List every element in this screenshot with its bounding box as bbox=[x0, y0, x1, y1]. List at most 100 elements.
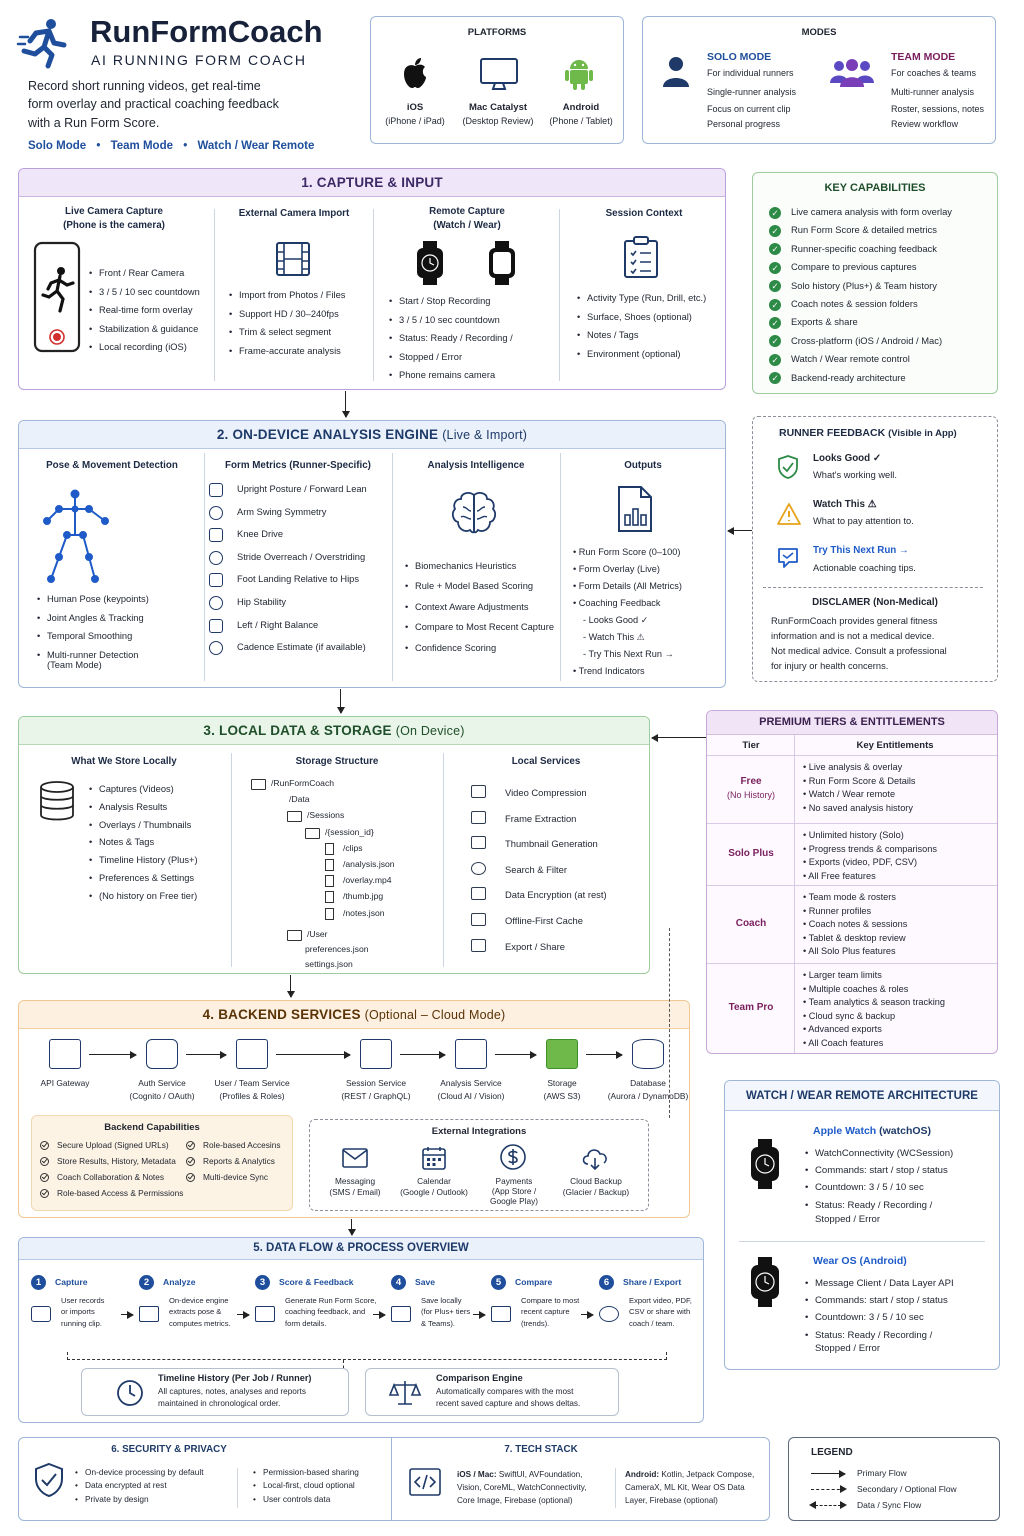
list-item: Frame-accurate analysis bbox=[229, 342, 345, 361]
feedback-arrow bbox=[727, 526, 752, 535]
list-item: Compare to Most Recent Capture bbox=[405, 617, 554, 638]
app-description-1: Record short running videos, get real-ti… bbox=[28, 79, 261, 93]
capture-list: Activity Type (Run, Drill, etc.) Surface… bbox=[577, 289, 706, 363]
encryption-icon bbox=[471, 887, 486, 901]
disclaimer-line: Not medical advice. Consult a profession… bbox=[771, 646, 947, 656]
flow-step-line: User records bbox=[61, 1296, 105, 1305]
list-item: Status: Ready / Recording / bbox=[805, 1327, 954, 1344]
list-item: On-device processing by default bbox=[75, 1466, 204, 1480]
bar-chart-icon bbox=[255, 1306, 275, 1322]
list-item: Overlays / Thumbnails bbox=[89, 817, 198, 835]
ext-item: Cloud Backup(Glacier / Backup) bbox=[562, 1176, 630, 1197]
code-icon bbox=[409, 1468, 441, 1496]
team-mode-line: Multi-runner analysis bbox=[891, 87, 975, 97]
share-icon bbox=[599, 1306, 619, 1322]
flow-arrow bbox=[581, 1309, 594, 1320]
link-solo-mode[interactable]: Solo Mode bbox=[28, 140, 87, 152]
flow-arrow bbox=[121, 1309, 134, 1320]
legend-primary: Primary Flow bbox=[857, 1468, 907, 1478]
flow-return-line bbox=[67, 1352, 667, 1360]
service-arrow bbox=[186, 1049, 227, 1060]
pose-item-cont: (Team Mode) bbox=[47, 660, 102, 670]
capability-item: ✓Coach notes & session folders bbox=[769, 295, 918, 313]
tree-node: preferences.json bbox=[305, 944, 369, 954]
wear-os-item-cont: Stopped / Error bbox=[815, 1343, 881, 1354]
tech-title: 7. TECH STACK bbox=[504, 1444, 578, 1455]
link-watch-wear[interactable]: Watch / Wear Remote bbox=[197, 140, 315, 152]
feedback-try-desc: Actionable coaching tips. bbox=[813, 563, 916, 573]
backend-cap: Role-based Access & Permissions bbox=[40, 1188, 183, 1199]
ext-title: External Integrations bbox=[431, 1126, 527, 1137]
solo-mode-line: For individual runners bbox=[707, 68, 794, 78]
header-links: Solo Mode • Team Mode • Watch / Wear Rem… bbox=[28, 140, 315, 152]
backend-cap: Multi-device Sync bbox=[186, 1172, 268, 1183]
tier-name: Team Pro bbox=[728, 1002, 774, 1013]
stride-icon bbox=[209, 550, 223, 565]
tier-entitlement: • Runner profiles bbox=[803, 905, 872, 916]
flow-step-line: Export video, PDF, bbox=[629, 1296, 692, 1305]
tier-entitlement: • Exports (video, PDF, CSV) bbox=[803, 857, 918, 868]
tier-sub: (No History) bbox=[726, 790, 775, 800]
output-item: • Form Overlay (Live) bbox=[573, 564, 660, 574]
comparison-box: Comparison Engine Automatically compares… bbox=[365, 1368, 619, 1416]
list-item: Private by design bbox=[75, 1493, 204, 1507]
modes-panel: MODES SOLO MODE For individual runners S… bbox=[642, 16, 996, 144]
platform-mac-sub: (Desktop Review) bbox=[462, 116, 534, 126]
tier-entitlement: • Multiple coaches & roles bbox=[803, 983, 909, 994]
analysis-section: 2. ON-DEVICE ANALYSIS ENGINE (Live & Imp… bbox=[18, 420, 726, 688]
list-item: Countdown: 3 / 5 / 10 sec bbox=[805, 1309, 954, 1326]
disclaimer-title: DISCLAMER (Non-Medical) bbox=[812, 597, 938, 608]
file-icon bbox=[325, 842, 334, 855]
tiers-panel: PREMIUM TIERS & ENTITLEMENTS Tier Key En… bbox=[706, 710, 998, 1054]
balance-icon bbox=[209, 618, 223, 633]
backend-service: Storage(AWS S3) bbox=[543, 1078, 581, 1101]
list-item: Commands: start / stop / status bbox=[805, 1292, 954, 1309]
skeleton-icon bbox=[43, 489, 109, 583]
list-item: Temporal Smoothing bbox=[37, 627, 149, 646]
list-item: Stabilization & guidance bbox=[89, 320, 200, 339]
phone-camera-icon bbox=[33, 241, 81, 353]
capture-header: 1. CAPTURE & INPUT bbox=[19, 169, 725, 197]
capability-item: ✓Live camera analysis with form overlay bbox=[769, 203, 952, 221]
user-icon bbox=[663, 57, 689, 87]
apple-watch-title: Apple Watch (watchOS) bbox=[813, 1125, 932, 1137]
frame-icon bbox=[471, 810, 486, 824]
local-service: Offline-First Cache bbox=[505, 915, 583, 926]
folder-icon bbox=[305, 827, 320, 839]
metric-item: Left / Right Balance bbox=[237, 619, 319, 630]
security-tech-panel: 6. SECURITY & PRIVACY On-device processi… bbox=[18, 1437, 770, 1521]
legend-panel: LEGEND Primary Flow Secondary / Optional… bbox=[788, 1437, 1000, 1521]
list-item: Local recording (iOS) bbox=[89, 338, 200, 357]
platform-ios-sub: (iPhone / iPad) bbox=[385, 116, 445, 126]
tree-node: /thumb.jpg bbox=[343, 891, 384, 902]
list-item: Environment (optional) bbox=[577, 345, 706, 364]
backend-cap: Store Results, History, Metadata bbox=[40, 1156, 176, 1167]
flow-step-line: (trends). bbox=[521, 1318, 550, 1328]
backend-cap: Secure Upload (Signed URLs) bbox=[40, 1140, 169, 1151]
link-team-mode[interactable]: Team Mode bbox=[110, 140, 173, 152]
security-list-left: On-device processing by default Data enc… bbox=[75, 1466, 204, 1507]
tier-name: Free bbox=[740, 776, 762, 787]
feedback-title: RUNNER FEEDBACK (Visible in App) bbox=[779, 427, 957, 439]
tree-node: /User bbox=[307, 928, 328, 939]
api-gateway-icon bbox=[49, 1039, 81, 1069]
capture-list: Start / Stop Recording 3 / 5 / 10 sec co… bbox=[389, 292, 513, 385]
list-item: Analysis Results bbox=[89, 799, 198, 817]
metric-item: Hip Stability bbox=[237, 597, 287, 607]
cadence-icon bbox=[209, 641, 223, 656]
list-item: Preferences & Settings bbox=[89, 870, 198, 888]
compare-title: Comparison Engine bbox=[436, 1373, 523, 1383]
video-compress-icon bbox=[471, 785, 486, 798]
metric-item: Upright Posture / Forward Lean bbox=[237, 484, 367, 494]
scale-icon bbox=[388, 1381, 422, 1405]
cubes-icon bbox=[236, 1039, 268, 1069]
pose-list: Human Pose (keypoints) Joint Angles & Tr… bbox=[37, 590, 149, 664]
platforms-title: PLATFORMS bbox=[467, 27, 527, 38]
knee-drive-icon bbox=[209, 528, 223, 543]
local-service: Search & Filter bbox=[505, 863, 567, 875]
folder-icon bbox=[287, 811, 302, 823]
shield-check-icon bbox=[778, 455, 798, 479]
apple-watch-list: WatchConnectivity (WCSession) Commands: … bbox=[805, 1145, 953, 1214]
